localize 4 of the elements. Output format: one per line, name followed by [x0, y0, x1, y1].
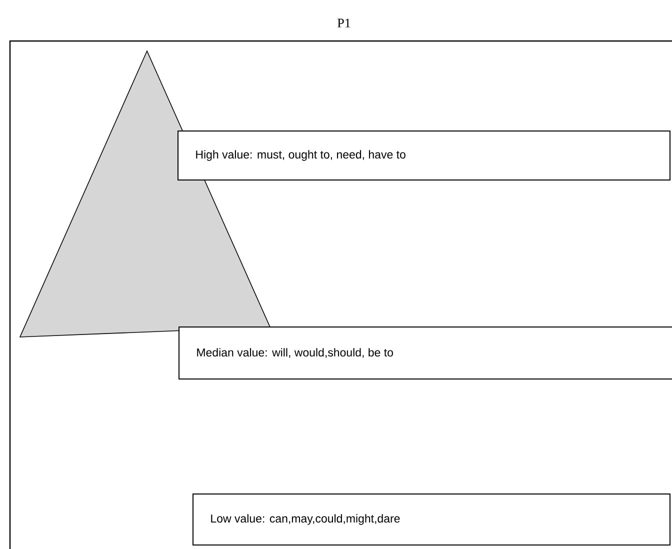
value-box: High value: must, ought to, need, have to: [178, 130, 670, 180]
value-box: Median value: will, would,should, be to: [178, 326, 672, 380]
value-box: Low value: can,may,could,might,dare: [192, 494, 670, 546]
title: P1: [338, 18, 350, 28]
